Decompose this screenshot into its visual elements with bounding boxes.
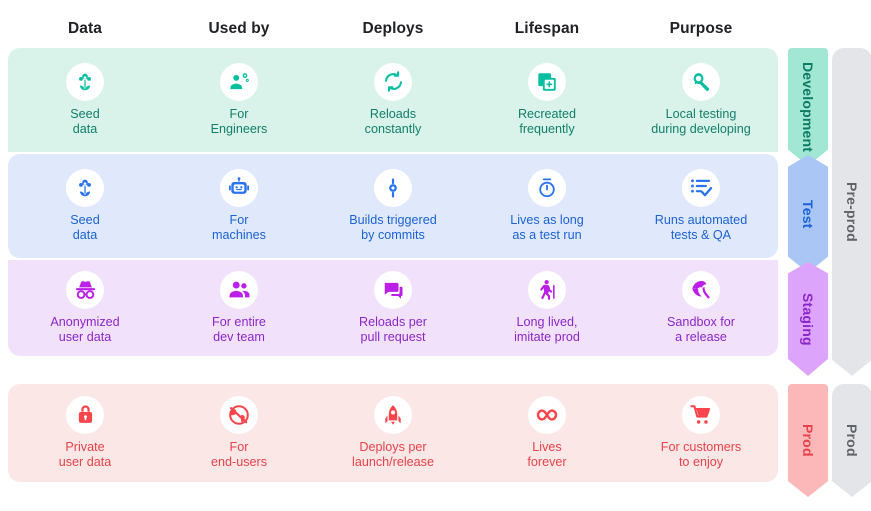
checklist-check-icon bbox=[682, 168, 720, 207]
rail-label-prod-group: Prod bbox=[844, 424, 860, 457]
cell-label: Local testing during developing bbox=[651, 106, 751, 137]
cell-label: Recreated frequently bbox=[517, 106, 577, 137]
cell-staging-lifespan: Long lived, imitate prod bbox=[470, 270, 624, 346]
robot-icon bbox=[220, 168, 258, 207]
rail-chevron-prod-group: Prod bbox=[832, 384, 871, 497]
rail-label-staging: Staging bbox=[800, 292, 816, 346]
column-headers: Data Used by Deploys Lifespan Purpose bbox=[8, 14, 778, 46]
cell-test-lifespan: Lives as long as a test run bbox=[470, 168, 624, 244]
beach-umbrella-icon bbox=[682, 270, 720, 309]
rail-label-test: Test bbox=[800, 199, 816, 229]
rail-chevron-development: Development bbox=[788, 48, 828, 166]
rail-chevron-staging: Staging bbox=[788, 262, 828, 376]
cell-label: Seed data bbox=[70, 212, 100, 243]
cell-development-data: Seed data bbox=[8, 62, 162, 138]
add-copy-icon bbox=[528, 62, 566, 101]
cart-icon bbox=[682, 395, 720, 434]
cell-development-used-by: For Engineers bbox=[162, 62, 316, 138]
column-header-used-by: Used by bbox=[208, 20, 270, 37]
column-header-purpose: Purpose bbox=[669, 20, 733, 37]
cell-staging-purpose: Sandbox for a release bbox=[624, 270, 778, 346]
cell-test-data: Seed data bbox=[8, 168, 162, 244]
cell-label: For Engineers bbox=[210, 106, 268, 137]
people-group-icon bbox=[220, 270, 258, 309]
row-test: Seed data For machines bbox=[8, 154, 778, 258]
rail-chevron-prod: Prod bbox=[788, 384, 828, 497]
row-prod: Private user data For end-users bbox=[8, 384, 778, 482]
rail-label-development: Development bbox=[800, 61, 816, 153]
stopwatch-icon bbox=[528, 168, 566, 207]
commit-icon bbox=[374, 168, 412, 207]
cell-label: Reloads per pull request bbox=[359, 314, 427, 345]
rocket-icon bbox=[374, 395, 412, 434]
column-header-lifespan: Lifespan bbox=[514, 20, 580, 37]
cell-label: Builds triggered by commits bbox=[349, 212, 437, 243]
cell-label: Long lived, imitate prod bbox=[514, 314, 580, 345]
cell-label: Private user data bbox=[58, 439, 112, 470]
rail-chevron-pre-prod: Pre-prod bbox=[832, 48, 871, 376]
refresh-cycle-icon bbox=[374, 62, 412, 101]
cell-label: For machines bbox=[212, 212, 266, 243]
lock-icon bbox=[66, 395, 104, 434]
elderly-walk-icon bbox=[528, 270, 566, 309]
cell-development-purpose: Local testing during developing bbox=[624, 62, 778, 138]
engineer-gear-icon bbox=[220, 62, 258, 101]
seed-flower-icon bbox=[66, 62, 104, 101]
rail-chevron-test: Test bbox=[788, 155, 828, 273]
cell-test-used-by: For machines bbox=[162, 168, 316, 244]
cell-label: Lives forever bbox=[527, 439, 567, 470]
wrench-icon bbox=[682, 62, 720, 101]
incognito-icon bbox=[66, 270, 104, 309]
column-header-deploys: Deploys bbox=[362, 20, 424, 37]
cell-label: Runs automated tests & QA bbox=[654, 212, 748, 243]
column-header-data: Data bbox=[68, 20, 102, 37]
row-staging: Anonymized user data For entire dev team bbox=[8, 260, 778, 356]
cell-development-lifespan: Recreated frequently bbox=[470, 62, 624, 138]
cell-label: Sandbox for a release bbox=[667, 314, 735, 345]
cell-development-deploys: Reloads constantly bbox=[316, 62, 470, 138]
cell-staging-used-by: For entire dev team bbox=[162, 270, 316, 346]
cell-prod-lifespan: Lives forever bbox=[470, 395, 624, 471]
chat-bubbles-icon bbox=[374, 270, 412, 309]
seed-flower-icon bbox=[66, 168, 104, 207]
cell-staging-deploys: Reloads per pull request bbox=[316, 270, 470, 346]
cell-test-deploys: Builds triggered by commits bbox=[316, 168, 470, 244]
cell-test-purpose: Runs automated tests & QA bbox=[624, 168, 778, 244]
cell-prod-data: Private user data bbox=[8, 395, 162, 471]
cell-label: Anonymized user data bbox=[50, 314, 120, 345]
infinity-icon bbox=[528, 395, 566, 434]
cell-label: Seed data bbox=[70, 106, 100, 137]
cell-label: For end-users bbox=[210, 439, 267, 470]
cell-prod-purpose: For customers to enjoy bbox=[624, 395, 778, 471]
cell-label: Lives as long as a test run bbox=[510, 212, 584, 243]
rail-label-pre-prod: Pre-prod bbox=[844, 182, 860, 242]
cell-prod-used-by: For end-users bbox=[162, 395, 316, 471]
cell-label: Reloads constantly bbox=[364, 106, 422, 137]
cell-staging-data: Anonymized user data bbox=[8, 270, 162, 346]
cell-label: For customers to enjoy bbox=[660, 439, 742, 470]
cell-label: For entire dev team bbox=[212, 314, 266, 345]
rail-label-prod: Prod bbox=[800, 424, 816, 457]
cell-label: Deploys per launch/release bbox=[352, 439, 434, 470]
row-development: Seed data For Engineers bbox=[8, 48, 778, 152]
globe-icon bbox=[220, 395, 258, 434]
cell-prod-deploys: Deploys per launch/release bbox=[316, 395, 470, 471]
